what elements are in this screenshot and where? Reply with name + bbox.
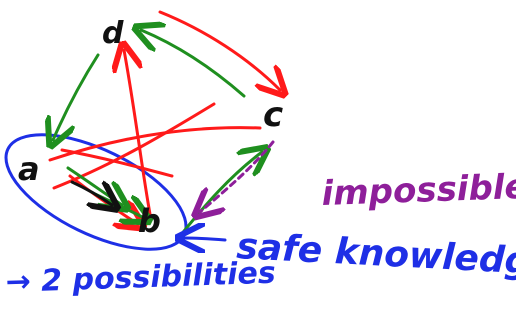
impossible-annotation: impossible (321, 167, 516, 214)
edge-c-to-b-purple-dashed (200, 140, 275, 212)
safe-knowledge-arrow (184, 238, 227, 240)
node-b-label: b (138, 202, 161, 240)
edge-b-to-d-red (124, 50, 152, 216)
node-d-label: d (102, 16, 124, 51)
edge-d-to-c-red (158, 10, 280, 90)
edge-d-to-a-green (53, 53, 100, 140)
node-c-label: c (263, 95, 283, 135)
node-a-label: a (18, 150, 40, 188)
edge-d-to-b-red-cross (52, 102, 216, 190)
two-possibilities-annotation: → 2 possibilities (5, 256, 276, 300)
safe-knowledge-annotation: safe knowledge (236, 226, 516, 284)
edge-c-to-d-green (141, 30, 246, 98)
edge-c-to-a-red-cross (60, 148, 174, 178)
edge-b-to-c-green (178, 152, 262, 238)
edge-a-to-b-green (66, 166, 122, 205)
edge-a-to-b-black (70, 180, 112, 205)
